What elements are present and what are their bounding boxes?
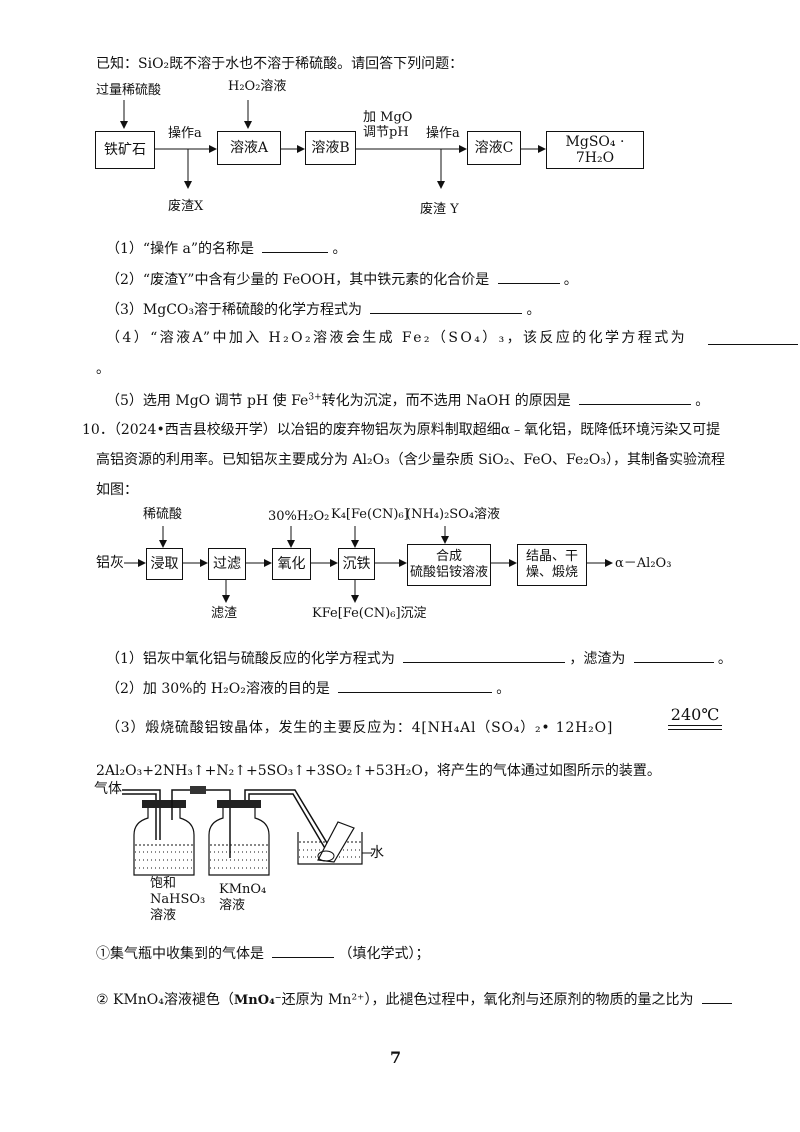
start-aluminum-ash: 铝灰	[96, 555, 124, 571]
q9-part3-end: 。	[526, 302, 541, 318]
answer-blank[interactable]	[262, 238, 329, 253]
bottle2-label-line1: KMnO₄	[219, 882, 267, 897]
box-solution-c: 溶液C	[467, 131, 521, 165]
reagent-mgo-line1: 加 MgO	[363, 110, 413, 125]
bottle1-label-line1: 饱和	[150, 876, 177, 891]
answer-blank[interactable]	[579, 390, 692, 405]
q9-part2-end: 。	[563, 272, 578, 288]
box-crystallize: 结晶、干 燥、煅烧	[517, 544, 587, 586]
box-synthesize: 合成 硫酸铝铵溶液	[407, 544, 491, 586]
q9-part5-sup: 3+	[308, 392, 322, 403]
filter-residue: 滤渣	[211, 606, 238, 621]
q10-sub1-text: ①集气瓶中收集到的气体是	[96, 946, 264, 962]
q9-part4-text: （4）“溶液A”中加入 H₂O₂溶液会生成 Fe₂（SO₄）₃，该反应的化学方程…	[106, 330, 688, 346]
answer-blank[interactable]	[701, 989, 732, 1004]
product-alpha-alumina: α－Al₂O₃	[615, 556, 672, 571]
ferrocyanide-precipitate: KFe[Fe(CN)₆]沉淀	[312, 606, 427, 621]
page-number: 7	[390, 1048, 402, 1067]
q10-line1: 10．（2024•西吉县校级开学）以冶铝的废弃物铝灰为原料制取超细α﹣氧化铝，既…	[82, 422, 721, 438]
bottle1-label-line2: NaHSO₃	[150, 892, 206, 907]
intro-text: 已知：SiO₂既不溶于水也不溶于稀硫酸。请回答下列问题：	[96, 56, 464, 72]
reaction-temperature: 240℃	[670, 705, 720, 724]
q10-sub2-text-b: 还原为 Mn²⁺），此褪色过程中，氧化剂与还原剂的物质的量之比为	[281, 992, 694, 1008]
q10-part2-end: 。	[496, 681, 511, 697]
box-synthesize-line1: 合成	[435, 549, 462, 564]
water-label: 水	[370, 845, 384, 861]
answer-blank[interactable]	[708, 330, 798, 345]
q10-part1-text: （1）铝灰中氧化铝与硫酸反应的化学方程式为	[106, 651, 395, 667]
answer-blank[interactable]	[338, 678, 493, 693]
reaction-arrow-lines	[668, 725, 722, 730]
answer-blank[interactable]	[272, 943, 335, 958]
q9-part4-end: 。	[96, 361, 110, 377]
q10-part1: （1）铝灰中氧化铝与硫酸反应的化学方程式为 ，滤渣为 。	[106, 648, 732, 668]
q10-sub1: ①集气瓶中收集到的气体是 （填化学式）；	[96, 943, 429, 963]
q9-part5-text-b: 转化为沉淀，而不选用 NaOH 的原因是	[321, 393, 571, 409]
waste-x: 废渣X	[168, 199, 204, 214]
q9-part1-text: （1）“操作 a”的名称是	[106, 241, 255, 257]
q9-part3-text: （3）MgCO₃溶于稀硫酸的化学方程式为	[106, 302, 363, 318]
reagent-excess-sulfuric-acid: 过量稀硫酸	[96, 83, 162, 98]
reagent-ammonium-sulfate: (NH₄)₂SO₄溶液	[406, 507, 501, 522]
box-product-mgso4: MgSO₄ · 7H₂O	[546, 131, 644, 169]
permanganate-ion: MnO₄⁻	[233, 993, 282, 1008]
operation-a-label-2: 操作a	[426, 126, 460, 141]
answer-blank[interactable]	[497, 269, 560, 284]
answer-blank[interactable]	[403, 648, 566, 663]
q10-part3-line2: 2Al₂O₃+2NH₃↑+N₂↑+5SO₃↑+3SO₂↑+53H₂O，将产生的气…	[96, 763, 661, 779]
reagent-30pct-h2o2: 30%H₂O₂	[268, 509, 330, 524]
reagent-k4-ferrocyanide: K₄[Fe(CN)₆]	[331, 507, 409, 522]
operation-a-label-1: 操作a	[168, 126, 202, 141]
q10-line3: 如图：	[96, 482, 138, 498]
q9-part5: （5）选用 MgO 调节 pH 使 Fe3+转化为沉淀，而不选用 NaOH 的原…	[106, 390, 709, 410]
bottle1-label-line3: 溶液	[150, 908, 177, 923]
reaction-condition: 240℃	[668, 707, 722, 730]
q10-sub1-end: （填化学式）；	[338, 946, 430, 962]
answer-blank[interactable]	[633, 648, 714, 663]
q9-part5-text-a: （5）选用 MgO 调节 pH 使 Fe	[106, 393, 309, 409]
q9-part1-end: 。	[332, 241, 347, 257]
q10-sub2: ② KMnO₄溶液褪色（MnO₄⁻还原为 Mn²⁺），此褪色过程中，氧化剂与还原…	[96, 989, 736, 1010]
gas-inlet-label: 气体	[94, 781, 122, 797]
q10-part1-mid: ，滤渣为	[569, 651, 626, 667]
q9-part3: （3）MgCO₃溶于稀硫酸的化学方程式为 。	[106, 299, 540, 319]
box-synthesize-line2: 硫酸铝铵溶液	[409, 565, 488, 580]
q9-part1: （1）“操作 a”的名称是 。	[106, 238, 346, 258]
reagent-dilute-sulfuric-acid: 稀硫酸	[143, 507, 183, 522]
q10-part3-line1: （3）煅烧硫酸铝铵晶体，发生的主要反应为：4[NH₄Al（SO₄）₂• 12H₂…	[106, 720, 614, 736]
q9-part2-text: （2）“废渣Y”中含有少量的 FeOOH，其中铁元素的化合价是	[106, 272, 490, 288]
box-crystallize-line1: 结晶、干	[525, 549, 578, 564]
q10-sub2-text-a: ② KMnO₄溶液褪色（	[96, 992, 234, 1008]
q9-part5-end: 。	[695, 393, 710, 409]
q10-part1-end: 。	[717, 651, 732, 667]
waste-y: 废渣 Y	[420, 202, 459, 217]
bottle2-label-line2: 溶液	[219, 898, 246, 913]
box-crystallize-line2: 燥、煅烧	[525, 565, 578, 580]
box-iron-precipitation: 沉铁	[338, 548, 375, 580]
q10-part2-text: （2）加 30%的 H₂O₂溶液的目的是	[106, 681, 330, 697]
q9-part2: （2）“废渣Y”中含有少量的 FeOOH，其中铁元素的化合价是 。	[106, 269, 578, 289]
box-iron-ore: 铁矿石	[95, 131, 155, 169]
reagent-mgo-line2: 调节pH	[363, 125, 409, 140]
reagent-h2o2: H₂O₂溶液	[228, 79, 287, 94]
box-filter: 过滤	[208, 548, 246, 580]
box-solution-a: 溶液A	[217, 131, 281, 165]
answer-blank[interactable]	[370, 299, 523, 314]
q10-line2: 高铝资源的利用率。已知铝灰主要成分为 Al₂O₃（含少量杂质 SiO₂、FeO、…	[96, 452, 725, 468]
q9-part4: （4）“溶液A”中加入 H₂O₂溶液会生成 Fe₂（SO₄）₃，该反应的化学方程…	[106, 329, 706, 347]
box-leach: 浸取	[146, 548, 183, 580]
q10-part2: （2）加 30%的 H₂O₂溶液的目的是 。	[106, 678, 510, 698]
box-oxidize: 氧化	[272, 548, 311, 580]
box-solution-b: 溶液B	[305, 131, 356, 165]
